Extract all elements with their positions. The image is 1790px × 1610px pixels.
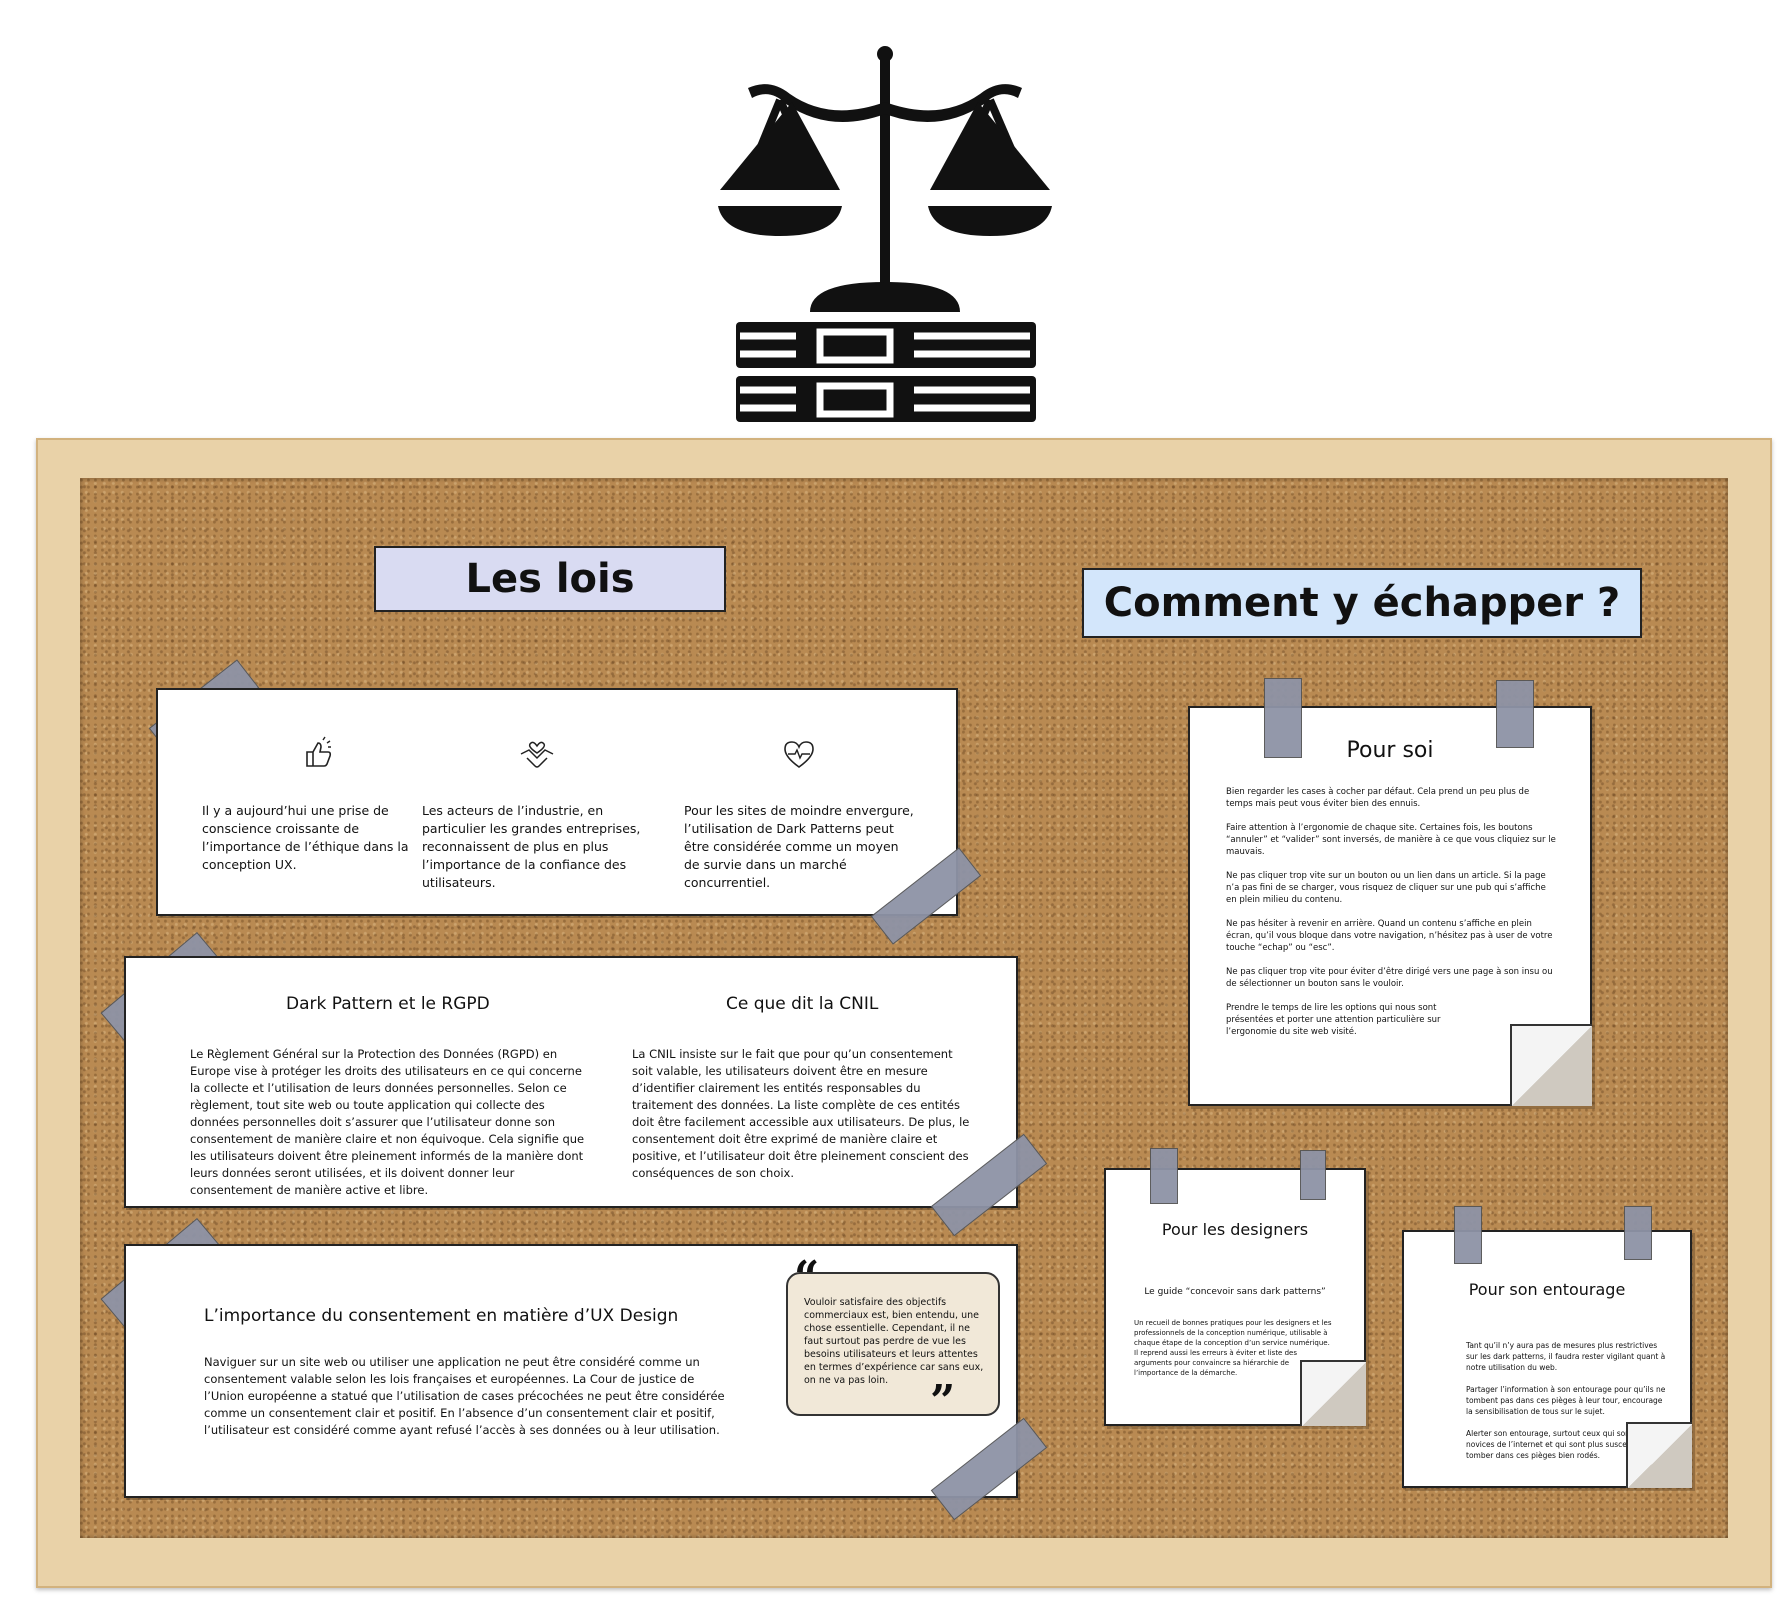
consentement-text: Naviguer sur un site web ou utiliser une…: [204, 1355, 725, 1437]
quote-open-icon: “: [794, 1252, 820, 1303]
section-title-echapper: Comment y échapper ?: [1082, 568, 1642, 638]
handshake-heart-icon: [520, 741, 554, 768]
rgpd-title: Dark Pattern et le RGPD: [286, 994, 490, 1014]
note-paragraph: Ne pas cliquer trop vite sur un bouton o…: [1226, 871, 1546, 905]
page-curl: [1510, 1024, 1592, 1106]
ethique-text: Les acteurs de l’industrie, en particuli…: [422, 803, 641, 890]
card-rgpd-cnil: Dark Pattern et le RGPD Le Règlement Gén…: [124, 956, 1018, 1208]
ethique-item: Pour les sites de moindre envergure, l’u…: [684, 734, 914, 892]
heart-pulse-icon: [784, 741, 814, 768]
section-title-lois: Les lois: [374, 546, 726, 612]
ethique-text: Pour les sites de moindre envergure, l’u…: [684, 803, 914, 890]
page-curl: [1626, 1422, 1692, 1488]
note-paragraph: Prendre le temps de lire les options qui…: [1226, 1003, 1441, 1037]
note-paragraph: Faire attention à l’ergonomie de chaque …: [1226, 823, 1556, 857]
note-paragraph: Tant qu’il n’y aura pas de mesures plus …: [1466, 1341, 1666, 1372]
note-title: Pour les designers: [1161, 1220, 1309, 1239]
note-paragraph: Ne pas hésiter à revenir en arrière. Qua…: [1226, 919, 1553, 953]
note-title: Pour son entourage: [1468, 1280, 1626, 1299]
note-subtitle: Le guide “concevoir sans dark patterns”: [1144, 1287, 1326, 1297]
quote-text: Vouloir satisfaire des objectifs commerc…: [804, 1297, 984, 1386]
note-pour-soi: Pour soi Bien regarder les cases à coche…: [1188, 706, 1592, 1106]
cnil-text: La CNIL insiste sur le fait que pour qu’…: [632, 1047, 970, 1180]
thumbs-up-icon: [306, 736, 332, 767]
note-body: Bien regarder les cases à cocher par déf…: [1226, 786, 1556, 1038]
quote-box: Vouloir satisfaire des objectifs commerc…: [786, 1272, 1000, 1416]
note-title: Pour soi: [1346, 738, 1434, 763]
note-pour-entourage: Pour son entourage Tant qu’il n’y aura p…: [1402, 1230, 1692, 1488]
note-paragraph: Ne pas cliquer trop vite pour éviter d’ê…: [1226, 967, 1553, 989]
tape: [1300, 1150, 1326, 1200]
quote-close-icon: ”: [930, 1376, 956, 1427]
ethique-text: Il y a aujourd’hui une prise de conscien…: [202, 803, 409, 872]
note-body: Un recueil de bonnes pratiques pour les …: [1134, 1319, 1332, 1377]
page-curl: [1300, 1360, 1366, 1426]
tape: [1624, 1206, 1652, 1260]
tape: [1150, 1148, 1178, 1204]
note-pour-designers: Pour les designers Le guide “concevoir s…: [1104, 1168, 1366, 1426]
tape: [1264, 678, 1302, 758]
tape: [1454, 1206, 1482, 1264]
rgpd-text: Le Règlement Général sur la Protection d…: [190, 1047, 585, 1197]
card-ethique: Il y a aujourd’hui une prise de conscien…: [156, 688, 958, 916]
tape: [1496, 680, 1534, 748]
note-body: Tant qu’il n’y aura pas de mesures plus …: [1466, 1340, 1666, 1461]
scale-justice-books-icon: [718, 46, 1052, 422]
note-paragraph: Bien regarder les cases à cocher par déf…: [1226, 787, 1530, 809]
ethique-item: Les acteurs de l’industrie, en particuli…: [422, 734, 652, 892]
consentement-title: L’importance du consentement en matière …: [204, 1306, 679, 1326]
ethique-item: Il y a aujourd’hui une prise de conscien…: [202, 734, 432, 874]
note-paragraph: Alerter son entourage, surtout ceux qui …: [1466, 1429, 1664, 1460]
cnil-title: Ce que dit la CNIL: [726, 994, 879, 1014]
card-consentement: L’importance du consentement en matière …: [124, 1244, 1018, 1498]
note-paragraph: Partager l’information à son entourage p…: [1466, 1385, 1666, 1416]
